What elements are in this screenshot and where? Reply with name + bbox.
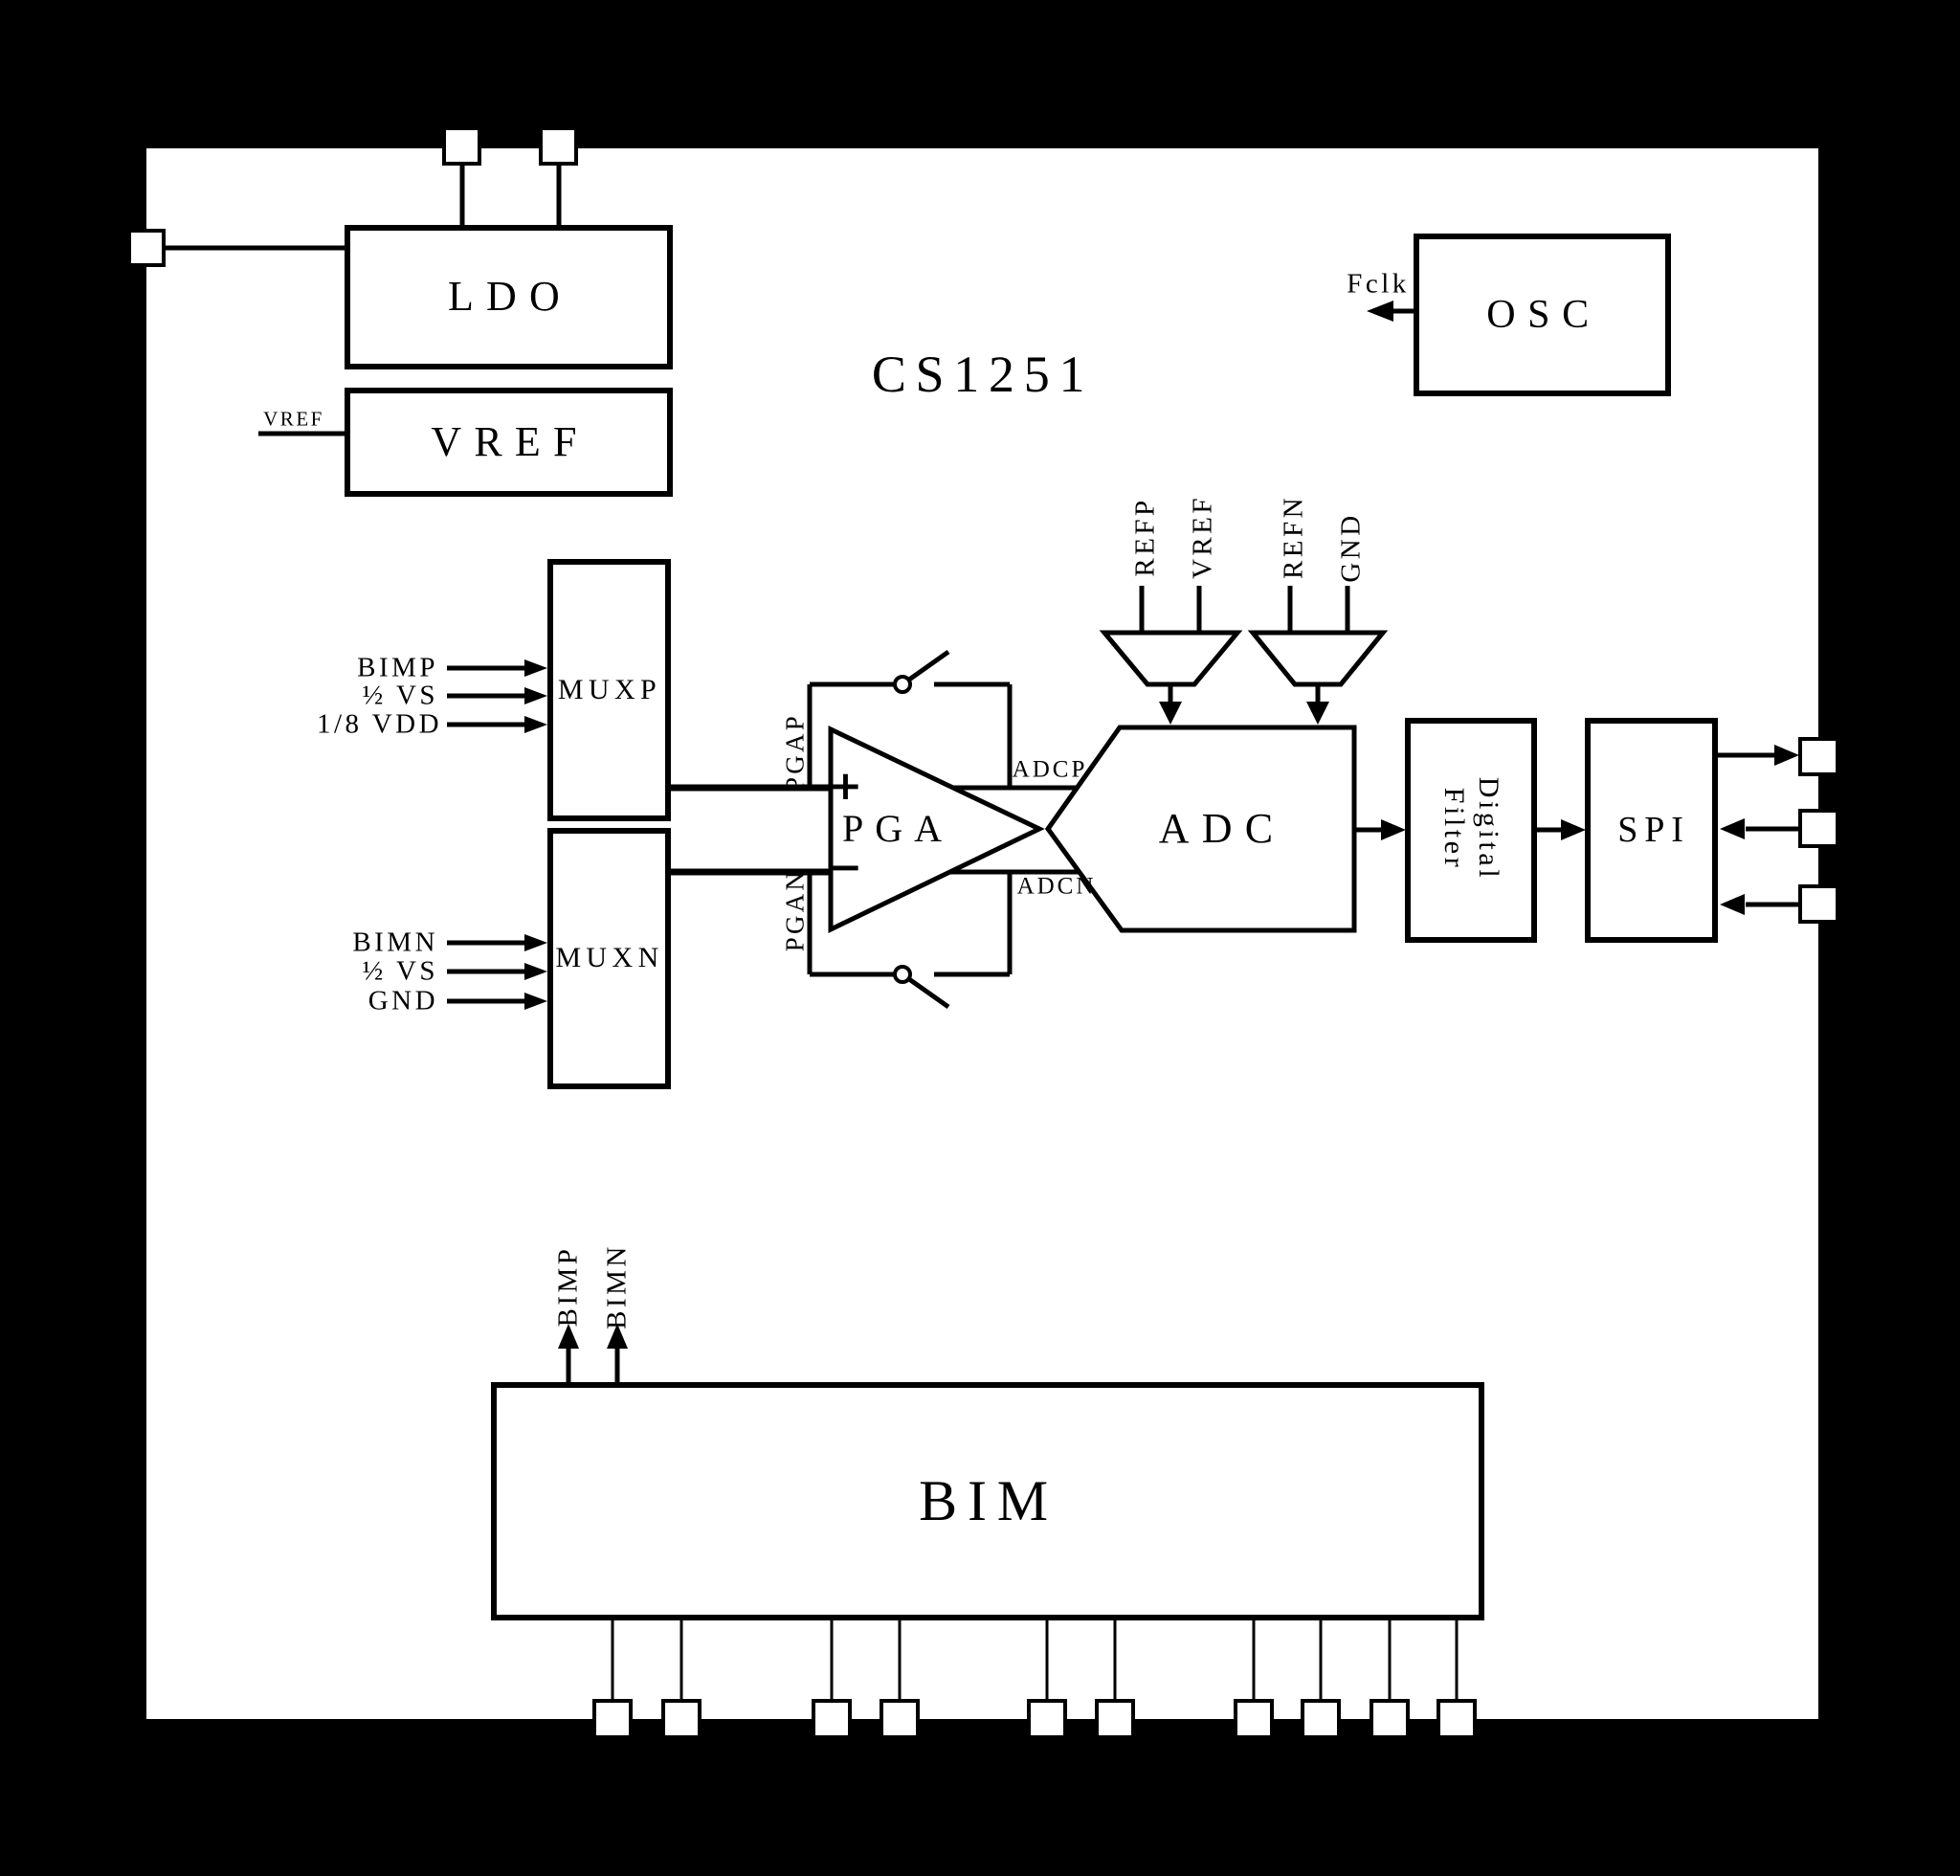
muxp-block <box>547 559 671 821</box>
switch-contact-icon <box>893 965 912 984</box>
pin-bottom-9 <box>1370 1699 1410 1739</box>
pin-top-1 <box>442 126 481 166</box>
pin-bottom-1 <box>592 1699 633 1739</box>
spi-block <box>1585 718 1718 943</box>
adc-input-wires <box>948 785 1080 875</box>
muxn-block <box>547 828 671 1089</box>
osc-block <box>1414 234 1671 396</box>
filter-to-spi-arrow <box>1534 819 1586 840</box>
pga-plus-sign: + <box>828 762 868 809</box>
pgap-label: PGAP <box>780 713 810 792</box>
spi-pin-arrows <box>1715 745 1800 915</box>
bimp-input-label: BIMP <box>357 652 438 683</box>
chip-title: CS1251 <box>871 346 1095 403</box>
pin-bottom-4 <box>880 1699 920 1739</box>
vref-block <box>345 388 673 497</box>
ldo-pin-wires <box>164 164 562 251</box>
package-pins <box>127 126 1839 1739</box>
pin-bottom-7 <box>1234 1699 1274 1739</box>
pga-label: PGA <box>841 807 954 850</box>
ldo-label: LDO <box>447 273 573 320</box>
pin-bottom-5 <box>1027 1699 1067 1739</box>
digital-filter-line1: Digital <box>1473 776 1504 882</box>
pga-input-wires <box>668 784 834 876</box>
adcp-label: ADCP <box>1012 756 1088 783</box>
pin-left <box>127 229 166 267</box>
gnd-input-label: GND <box>368 985 438 1016</box>
pga-amplifier-triangle <box>828 726 1045 933</box>
pin-right-3 <box>1798 884 1839 924</box>
fclk-label: Fclk <box>1347 268 1410 300</box>
one-eighth-vdd-input-label: 1/8 VDD <box>317 708 442 740</box>
vref-block-label: VREF <box>431 418 590 465</box>
spi-label: SPI <box>1617 810 1690 850</box>
bimn-input-label: BIMN <box>352 927 438 958</box>
half-vs-input-label-top: ½ VS <box>362 680 438 711</box>
muxp-input-arrows <box>447 659 547 733</box>
pin-top-2 <box>539 126 578 166</box>
vref-wire-label: VREF <box>263 407 324 431</box>
pga-minus-sign: − <box>828 843 868 890</box>
pgan-label: PGAN <box>780 868 810 952</box>
half-vs-input-label-bottom: ½ VS <box>362 955 438 987</box>
refp-label: REFP <box>1129 497 1161 577</box>
ref-mux-left <box>1099 586 1243 725</box>
muxn-label: MUXN <box>555 942 664 973</box>
gnd-ref-label: GND <box>1335 512 1367 583</box>
pga-bypass-switch-bottom <box>807 872 1013 1010</box>
ref-mux-right <box>1247 586 1389 725</box>
switch-contact-icon <box>893 675 912 694</box>
pin-bottom-3 <box>812 1699 852 1739</box>
osc-label: OSC <box>1486 293 1601 337</box>
muxn-input-arrows <box>447 934 547 1010</box>
bimn-output-label: BIMN <box>601 1243 633 1329</box>
pin-bottom-8 <box>1301 1699 1341 1739</box>
adc-label: ADC <box>1158 805 1286 852</box>
bim-label: BIM <box>919 1469 1058 1532</box>
fclk-arrow <box>1367 301 1416 322</box>
vref-ref-label: VREF <box>1187 494 1218 580</box>
bimp-output-label: BIMP <box>552 1245 584 1328</box>
digital-filter-block <box>1405 718 1537 943</box>
pin-right-2 <box>1798 809 1839 848</box>
ldo-block <box>345 225 673 369</box>
bim-block <box>491 1382 1484 1620</box>
refn-label: REFN <box>1278 494 1309 580</box>
pin-bottom-2 <box>661 1699 702 1739</box>
adc-to-filter-arrow <box>1354 819 1406 840</box>
pga-bypass-switch-top <box>807 649 1013 788</box>
muxp-label: MUXP <box>557 674 662 705</box>
bim-bottom-pin-wires <box>611 1618 1459 1703</box>
bim-output-arrows <box>558 1324 628 1385</box>
digital-filter-label: Digital Filter <box>1437 777 1505 882</box>
pin-bottom-6 <box>1095 1699 1135 1739</box>
digital-filter-line2: Filter <box>1438 787 1470 871</box>
adcn-label: ADCN <box>1016 873 1097 900</box>
pin-right-1 <box>1798 737 1839 776</box>
pin-bottom-10 <box>1437 1699 1477 1739</box>
